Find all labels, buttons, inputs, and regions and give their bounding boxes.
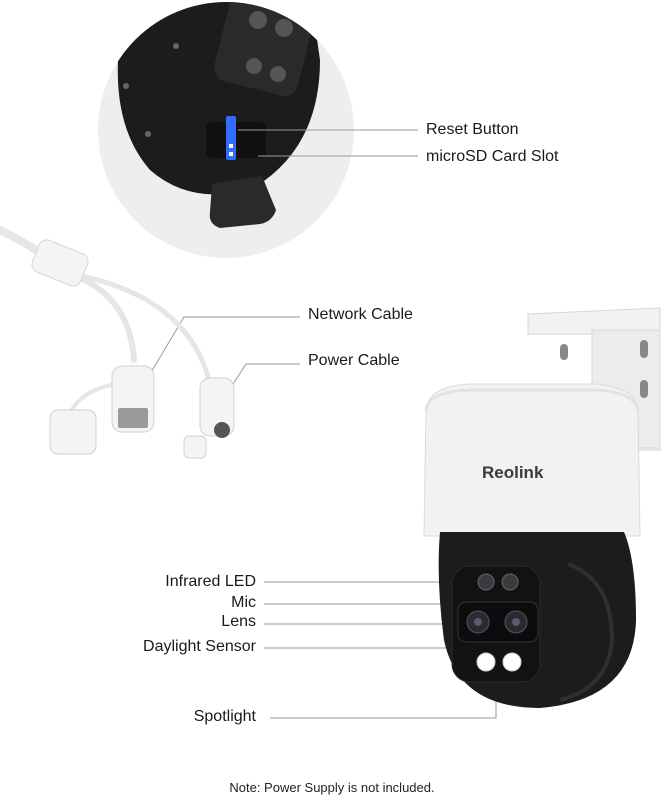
camera: Reolink [423,307,661,708]
lens-ring-icon [246,58,262,74]
leader-network [143,316,300,385]
mount-slot-icon [640,340,648,358]
callout-power-cable: Power Cable [308,352,400,369]
callout-microsd-slot: microSD Card Slot [426,148,559,165]
infrared-led-icon [477,573,495,591]
zoom-detail [98,2,354,258]
screw-icon [145,131,151,137]
lens-ring-icon [270,66,286,82]
lens-ring-icon [249,11,267,29]
callout-lens: Lens [221,613,256,630]
waterproof-cap [49,409,97,455]
callout-infrared-led: Infrared LED [165,573,256,590]
infrared-led-icon [501,573,519,591]
dc-jack-icon [214,422,230,438]
power-cap [183,435,207,459]
microsd-card-icon [226,116,236,160]
lens-ring-icon [275,19,293,37]
callout-spotlight: Spotlight [193,708,256,725]
microsd-contact-icon [229,152,233,156]
housing-lip [424,388,640,411]
footnote: Note: Power Supply is not included. [229,780,435,795]
camera-housing [423,383,641,537]
callout-reset-button: Reset Button [426,121,519,138]
mount-slot-icon [560,344,568,360]
dome-highlight [559,562,615,702]
callout-mic: Mic [231,594,256,611]
callout-daylight-sensor: Daylight Sensor [143,638,256,655]
lens-glass-icon [512,618,520,626]
brand-logo: Reolink [482,463,544,482]
screw-icon [173,43,179,49]
spotlight-icon [476,652,496,672]
callout-network-cable: Network Cable [308,306,413,323]
mount-slot-icon [640,380,648,398]
microsd-contact-icon [229,144,233,148]
cable-parts [31,239,235,459]
leader-power [223,363,300,399]
lens-glass-icon [474,618,482,626]
network-cable-wire [77,275,137,363]
rubber-flap [209,176,276,228]
cable-splitter [31,239,89,287]
cables [0,226,213,432]
rj45-port-icon [118,408,148,428]
screw-icon [123,83,129,89]
spotlight-icon [502,652,522,672]
power-cable-wire [79,273,213,387]
